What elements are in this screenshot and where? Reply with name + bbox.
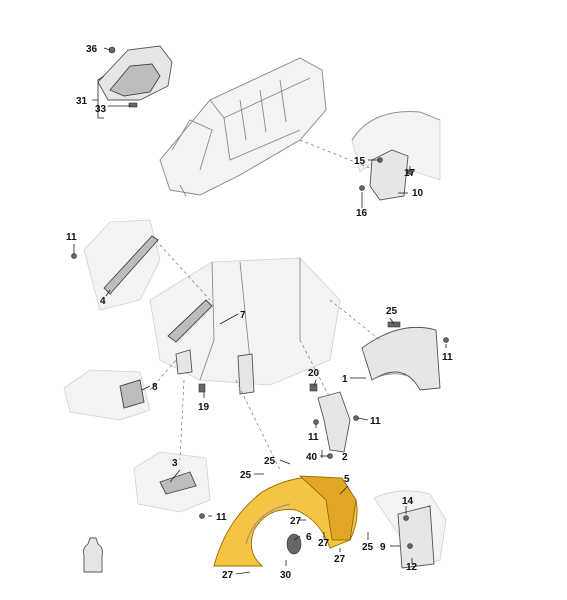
callout-4: 4 <box>100 296 106 307</box>
callout-30: 31 <box>76 96 88 107</box>
body-side-section <box>149 257 341 395</box>
callout-11-d: 11 <box>370 416 381 427</box>
callout-2: 2 <box>342 452 348 463</box>
callout-14: 15 <box>354 156 366 167</box>
leader-lines <box>73 47 447 575</box>
callout-27-c: 27 <box>334 554 346 565</box>
callout-7: 7 <box>240 310 246 321</box>
front-mudflap-inset <box>373 490 447 569</box>
connection-lines <box>149 139 381 471</box>
bracket-8-inset <box>63 369 151 421</box>
callout-33: 36 <box>86 44 98 55</box>
callout-19: 20 <box>308 368 320 379</box>
callout-3: 3 <box>172 458 178 469</box>
callout-labels: 36 31 33 15 17 10 16 11 4 7 8 19 25 11 1… <box>66 44 453 581</box>
callout-11-e: 11 <box>216 512 227 523</box>
wheel-housing-liner <box>213 475 358 567</box>
callout-36: 40 <box>306 452 318 463</box>
rear-bracket-part <box>97 45 173 108</box>
callout-11-c: 11 <box>308 432 319 443</box>
callout-25-c: 25 <box>362 542 374 553</box>
callout-16: 17 <box>404 168 416 179</box>
callout-17: 19 <box>198 402 210 413</box>
callout-27-b: 27 <box>318 538 330 549</box>
callout-8: 8 <box>152 382 158 393</box>
callout-27-d: 30 <box>280 570 292 581</box>
front-wing <box>361 321 449 391</box>
callout-5: 5 <box>344 474 350 485</box>
rear-mudflap-inset <box>351 111 441 201</box>
callout-9: 9 <box>380 542 386 553</box>
van-body-illustration <box>159 57 327 197</box>
callout-1: 1 <box>342 374 348 385</box>
bracket-3-inset <box>133 451 211 519</box>
callout-6: 6 <box>306 532 312 543</box>
wing-bracket <box>309 383 359 459</box>
callout-13: 14 <box>402 496 414 507</box>
callout-25-a: 25 <box>264 456 276 467</box>
callout-25-d: 27 <box>222 570 234 581</box>
callout-10: 10 <box>412 188 424 199</box>
callout-11-b: 11 <box>442 352 453 363</box>
callout-15: 16 <box>356 208 368 219</box>
paint-bottle <box>83 537 103 573</box>
callout-31: 33 <box>95 104 107 115</box>
callout-12: 12 <box>406 562 418 573</box>
callout-11-a: 11 <box>66 232 77 243</box>
callout-20: 25 <box>386 306 398 317</box>
callout-25-b: 25 <box>240 470 252 481</box>
pillar-strip-inset <box>71 219 161 311</box>
callout-27-a: 27 <box>290 516 302 527</box>
